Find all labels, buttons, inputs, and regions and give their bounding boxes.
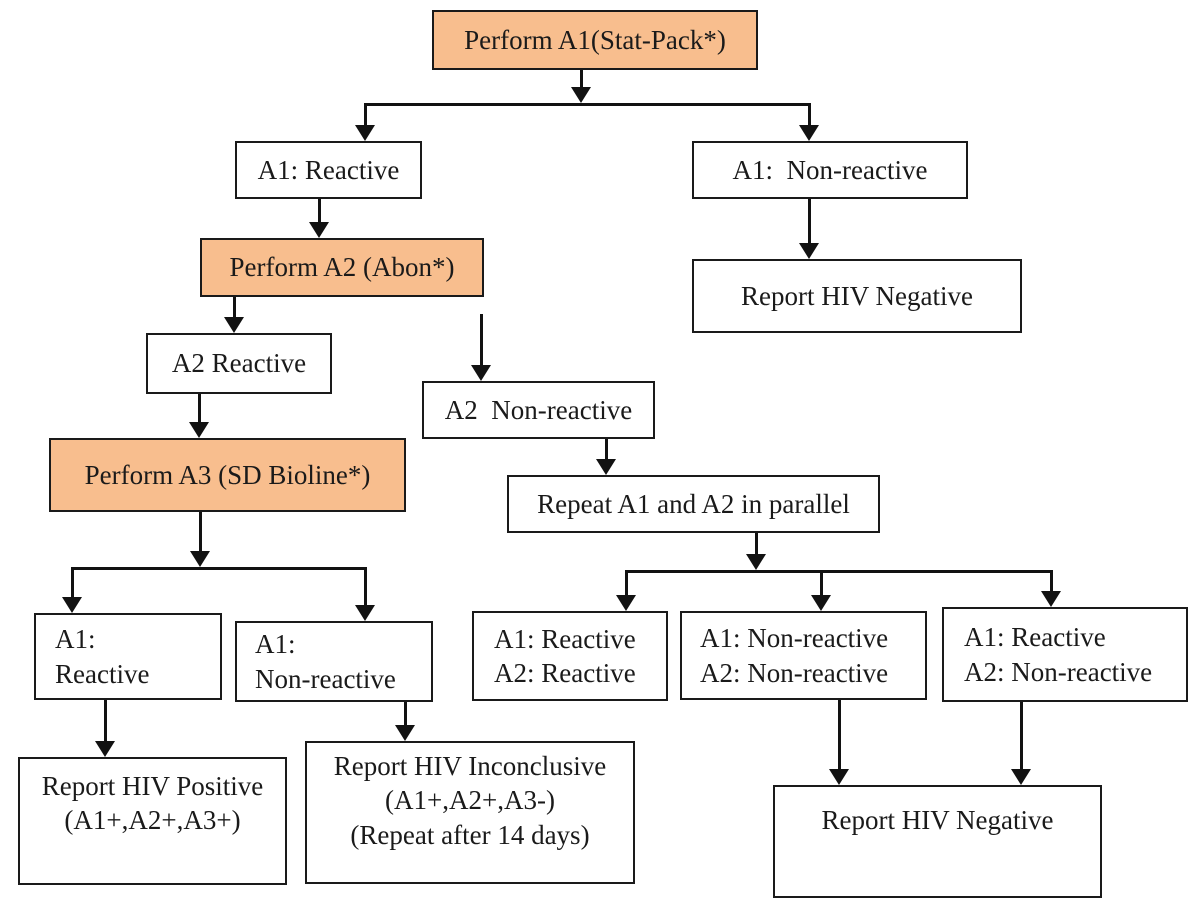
node-repeat-a1-a2-parallel: Repeat A1 and A2 in parallel xyxy=(507,475,880,533)
node-report-hiv-negative-top-label: Report HIV Negative xyxy=(741,280,973,311)
arrowhead-down xyxy=(571,87,591,103)
arrowhead-down xyxy=(95,741,115,757)
arrowhead-down xyxy=(799,243,819,259)
arrowhead-down xyxy=(355,125,375,141)
connector-line xyxy=(1050,570,1053,594)
connector-line xyxy=(198,394,201,426)
node-report-hiv-negative-bottom-label: Report HIV Negative xyxy=(821,805,1054,835)
connector-line xyxy=(404,702,407,728)
node-repeat-both-non-reactive: A1: Non-reactive A2: Non-reactive xyxy=(680,611,927,700)
node-a1-non-reactive-label: A1: Non-reactive xyxy=(732,154,928,185)
node-report-hiv-positive: Report HIV Positive (A1+,A2+,A3+) xyxy=(18,757,287,885)
arrowhead-down xyxy=(62,597,82,613)
node-perform-a3-label: Perform A3 (SD Bioline*) xyxy=(84,459,371,490)
node-repeat-both-reactive-label: A1: Reactive A2: Reactive xyxy=(494,623,636,688)
node-a3-result-non-reactive: A1: Non-reactive xyxy=(235,621,433,702)
connector-line xyxy=(71,567,367,570)
node-a3-result-non-reactive-label: A1: Non-reactive xyxy=(255,629,396,694)
node-report-hiv-inconclusive-label: Report HIV Inconclusive (A1+,A2+,A3-) (R… xyxy=(333,751,607,850)
connector-line xyxy=(233,297,236,321)
connector-line xyxy=(364,567,367,607)
connector-line xyxy=(480,314,483,366)
connector-line xyxy=(318,199,321,225)
arrowhead-down xyxy=(309,222,329,238)
node-repeat-both-reactive: A1: Reactive A2: Reactive xyxy=(472,611,668,701)
connector-line xyxy=(808,199,811,245)
node-repeat-a1-a2-parallel-label: Repeat A1 and A2 in parallel xyxy=(537,488,850,519)
node-a3-result-reactive-label: A1: Reactive xyxy=(55,624,150,689)
node-a2-non-reactive-label: A2 Non-reactive xyxy=(444,394,633,425)
arrowhead-down xyxy=(471,365,491,381)
node-a1-reactive-label: A1: Reactive xyxy=(257,154,400,185)
node-report-hiv-inconclusive: Report HIV Inconclusive (A1+,A2+,A3-) (R… xyxy=(305,741,635,884)
connector-line xyxy=(755,533,758,557)
connector-line xyxy=(580,70,583,90)
node-report-hiv-negative-bottom: Report HIV Negative xyxy=(773,785,1102,898)
arrowhead-down xyxy=(596,459,616,475)
node-perform-a3: Perform A3 (SD Bioline*) xyxy=(49,438,406,512)
node-perform-a1-label: Perform A1(Stat-Pack*) xyxy=(464,24,726,55)
node-report-hiv-negative-top: Report HIV Negative xyxy=(692,259,1022,333)
arrowhead-down xyxy=(1011,769,1031,785)
node-a1-non-reactive: A1: Non-reactive xyxy=(692,141,968,199)
arrowhead-down xyxy=(616,595,636,611)
connector-line xyxy=(364,103,367,127)
node-repeat-both-non-reactive-label: A1: Non-reactive A2: Non-reactive xyxy=(700,623,889,688)
connector-line xyxy=(364,103,811,106)
arrowhead-down xyxy=(799,125,819,141)
arrowhead-down xyxy=(811,595,831,611)
node-a3-result-reactive: A1: Reactive xyxy=(34,613,222,700)
arrowhead-down xyxy=(829,769,849,785)
connector-line xyxy=(838,700,841,770)
connector-line xyxy=(625,570,1053,573)
arrowhead-down xyxy=(189,422,209,438)
arrowhead-down xyxy=(190,551,210,567)
connector-line xyxy=(71,567,74,599)
node-a2-reactive-label: A2 Reactive xyxy=(171,348,307,379)
arrowhead-down xyxy=(355,605,375,621)
connector-line xyxy=(605,439,608,463)
connector-line xyxy=(625,570,628,598)
connector-line xyxy=(808,103,811,127)
connector-line xyxy=(104,700,107,744)
connector-line xyxy=(1020,702,1023,770)
node-a1-reactive: A1: Reactive xyxy=(235,141,422,199)
node-report-hiv-positive-label: Report HIV Positive (A1+,A2+,A3+) xyxy=(41,771,264,836)
connector-line xyxy=(820,570,823,598)
node-a2-reactive: A2 Reactive xyxy=(146,333,332,394)
node-repeat-discordant-label: A1: Reactive A2: Non-reactive xyxy=(964,622,1153,687)
node-perform-a1: Perform A1(Stat-Pack*) xyxy=(432,10,758,70)
arrowhead-down xyxy=(395,725,415,741)
connector-line xyxy=(199,512,202,556)
arrowhead-down xyxy=(224,317,244,333)
node-perform-a2: Perform A2 (Abon*) xyxy=(200,238,484,297)
node-perform-a2-label: Perform A2 (Abon*) xyxy=(229,252,455,283)
node-a2-non-reactive: A2 Non-reactive xyxy=(422,381,655,439)
arrowhead-down xyxy=(746,554,766,570)
node-repeat-discordant: A1: Reactive A2: Non-reactive xyxy=(942,607,1188,702)
arrowhead-down xyxy=(1041,591,1061,607)
